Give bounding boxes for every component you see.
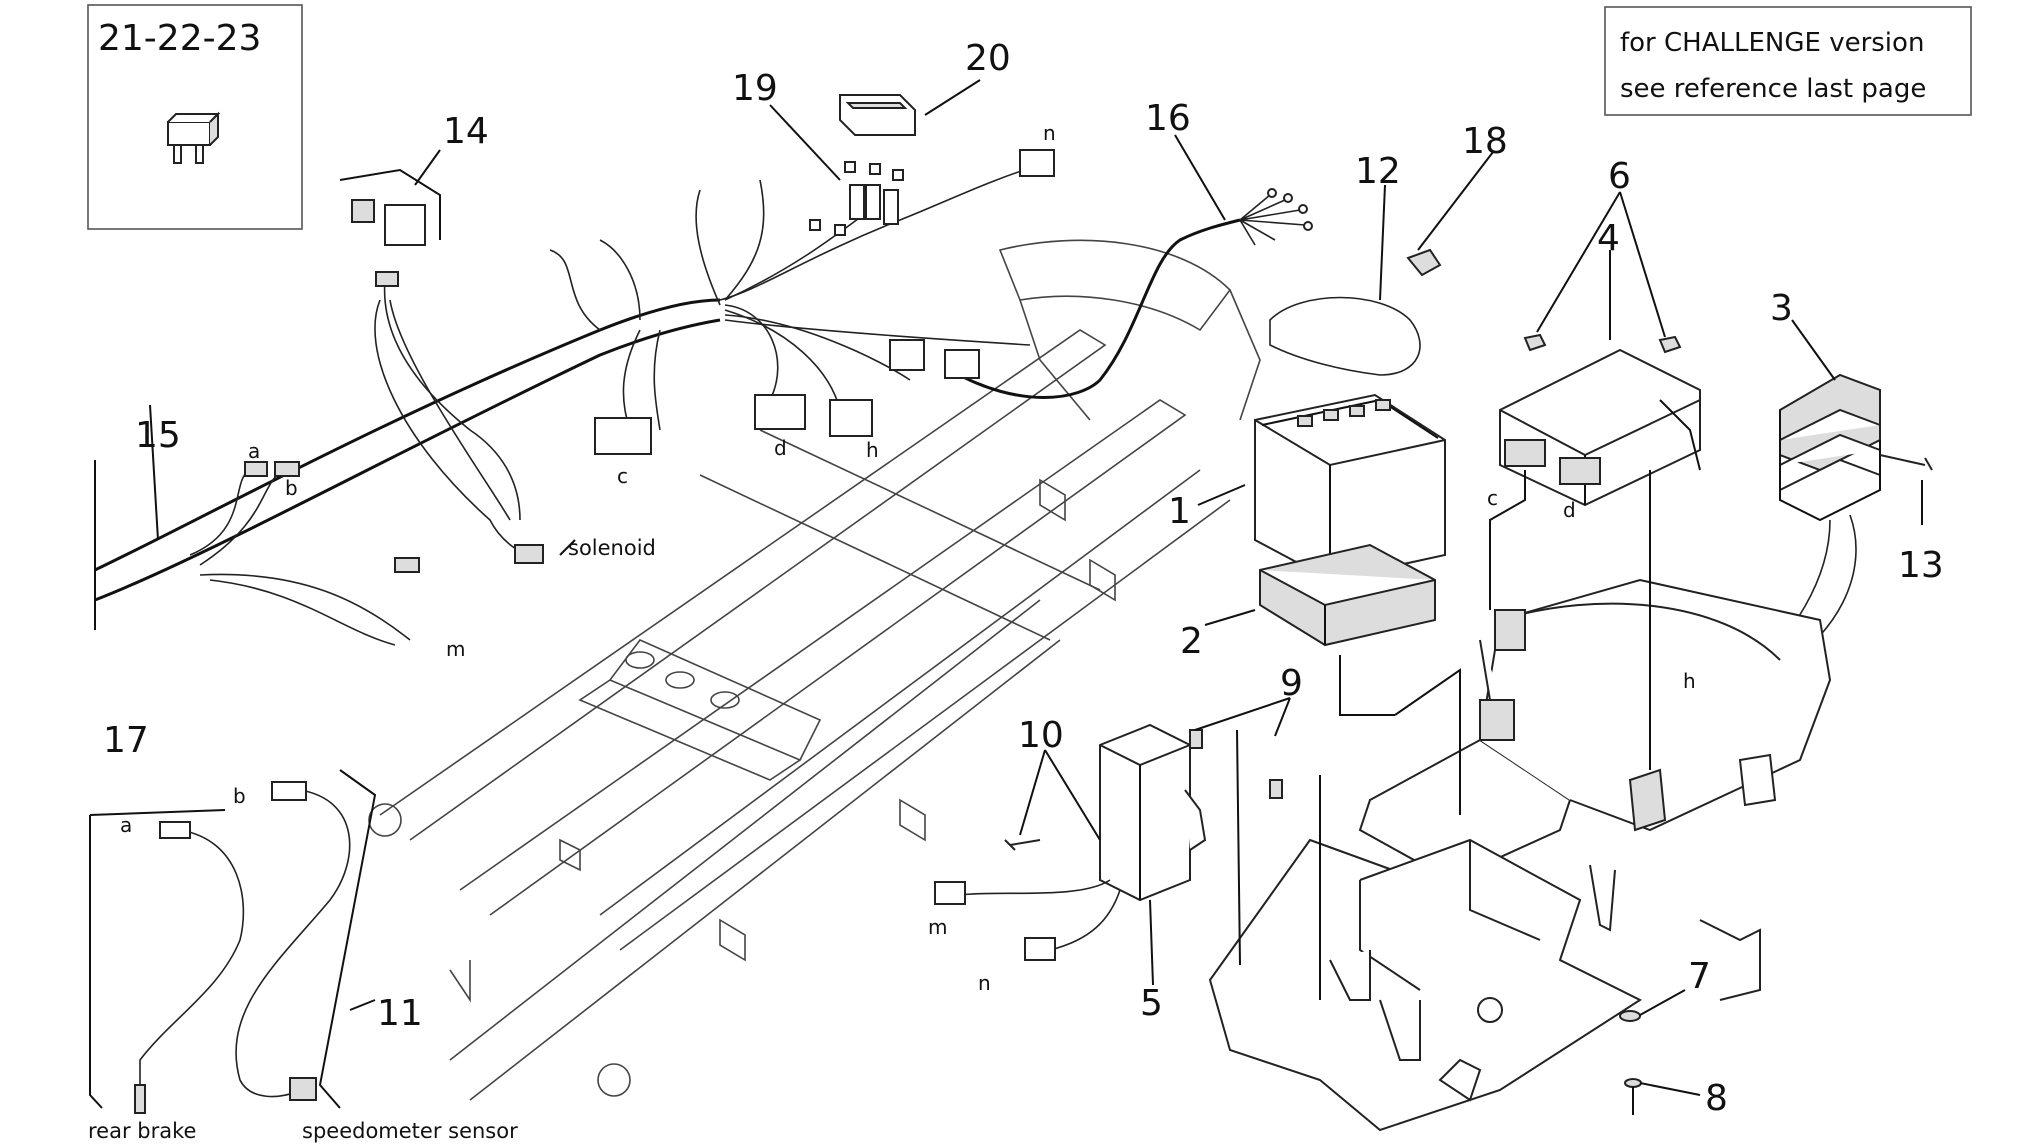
connector-b-plug <box>274 461 300 477</box>
speedometer-connector-b <box>271 781 307 801</box>
battery-pad <box>1259 543 1436 647</box>
speedometer-label-b: b <box>233 784 246 808</box>
connector-label-h: h <box>866 438 879 462</box>
connector-label-m: m <box>446 637 465 661</box>
leader-lines <box>89 79 1923 1109</box>
callout-15: 15 <box>135 415 181 456</box>
relay-assembly <box>339 168 521 521</box>
washer <box>1619 1010 1641 1022</box>
relay-connector <box>375 271 399 287</box>
callout-1: 1 <box>1168 491 1191 532</box>
connector-label-b: b <box>285 476 298 500</box>
battery-strap <box>1269 296 1421 376</box>
connector-m-body <box>394 557 420 573</box>
fuse-holder <box>809 161 904 236</box>
callout-9: 9 <box>1280 663 1303 704</box>
connector-label-d: d <box>774 436 787 460</box>
callout-20: 20 <box>965 38 1011 79</box>
challenge-note: for CHALLENGE version see reference last… <box>1604 6 1972 116</box>
callout-6: 6 <box>1608 156 1631 197</box>
rear-brake-connector-a <box>159 821 191 839</box>
connector-d-plug <box>754 394 806 430</box>
callout-7: 7 <box>1688 956 1711 997</box>
connector-letters: a b m c d h n c d h m n a b <box>120 121 1696 995</box>
fuse-cover <box>839 94 916 136</box>
control-unit-5 <box>934 723 1207 961</box>
ecu-label-d: d <box>1563 498 1576 522</box>
callout-18: 18 <box>1462 121 1508 162</box>
ecu-nut-left <box>1523 333 1547 352</box>
connector-label-n: n <box>1043 121 1056 145</box>
regulator-screw <box>1879 454 1933 471</box>
ecu-label-c: c <box>1487 486 1498 510</box>
callout-5: 5 <box>1140 983 1163 1024</box>
main-wiring-harness <box>94 149 1055 646</box>
regulator-label-h: h <box>1683 669 1696 693</box>
lower-tray <box>1208 838 1643 1132</box>
terminal-cap <box>1406 248 1442 277</box>
connector-n-plug <box>1019 149 1055 177</box>
spring-clip-9b <box>1269 779 1283 799</box>
speedometer-sensor-label: speedometer sensor <box>302 1119 518 1143</box>
connector-h-plug <box>829 399 873 437</box>
rear-subframe <box>368 239 1261 1101</box>
battery <box>1254 393 1446 582</box>
harness-connector-small <box>889 339 925 371</box>
rear-brake-switch <box>134 821 245 1114</box>
ecu-nut-right <box>1658 335 1682 354</box>
fuse-inset-title: 21-22-23 <box>98 18 261 59</box>
callout-numbers: 1 2 3 4 5 6 7 8 9 10 11 12 13 14 15 16 1… <box>103 38 1944 1119</box>
solenoid-connector <box>514 544 544 564</box>
wire-16 <box>944 188 1313 399</box>
relay-small <box>351 199 375 223</box>
relay-large <box>384 204 426 246</box>
tray-rubber-block <box>1628 768 1667 832</box>
solenoid-label: solenoid <box>568 536 656 560</box>
callout-2: 2 <box>1180 621 1203 662</box>
callout-12: 12 <box>1355 151 1401 192</box>
callout-11: 11 <box>377 993 423 1034</box>
rear-brake-label-a: a <box>120 813 132 837</box>
callout-3: 3 <box>1770 288 1793 329</box>
ecu-connector-d <box>1559 457 1601 485</box>
connector-c-plug <box>594 417 652 455</box>
ecu-unit <box>1499 348 1701 507</box>
control-unit-label-n: n <box>978 971 991 995</box>
speedometer-sensor-body <box>289 1077 317 1101</box>
callout-17: 17 <box>103 720 149 761</box>
control-unit-label-m: m <box>928 915 947 939</box>
connector-label-c: c <box>617 464 628 488</box>
battery-tray <box>1358 578 1832 1001</box>
connector-label-a: a <box>248 439 260 463</box>
challenge-note-line1: for CHALLENGE version <box>1620 28 1924 58</box>
challenge-note-line2: see reference last page <box>1620 74 1926 104</box>
callout-4: 4 <box>1597 218 1620 259</box>
tray-pad-d <box>1479 699 1515 741</box>
bolt <box>1624 1078 1642 1115</box>
callout-19: 19 <box>732 68 778 109</box>
tray-pad-c <box>1494 609 1526 651</box>
callout-16: 16 <box>1145 98 1191 139</box>
callout-13: 13 <box>1898 545 1944 586</box>
callout-14: 14 <box>443 111 489 152</box>
wire-16-connector <box>944 349 980 379</box>
blade-fuse-icon <box>167 111 221 164</box>
bracket-screw-10 <box>1004 839 1041 851</box>
fuse-inset: 21-22-23 <box>87 4 303 230</box>
spring-clip-9a <box>1189 729 1203 749</box>
callout-8: 8 <box>1705 1078 1728 1119</box>
connector-a-plug <box>244 461 268 477</box>
connector-m-plug <box>934 881 966 905</box>
challenge-note-border <box>1604 6 1972 116</box>
connector-n-plug-lower <box>1024 937 1056 961</box>
speedometer-sensor <box>235 781 351 1101</box>
ecu-connector-c <box>1504 439 1546 467</box>
rear-brake-label: rear brake <box>88 1119 196 1143</box>
rear-brake-switch-body <box>134 1084 146 1114</box>
callout-10: 10 <box>1018 715 1064 756</box>
